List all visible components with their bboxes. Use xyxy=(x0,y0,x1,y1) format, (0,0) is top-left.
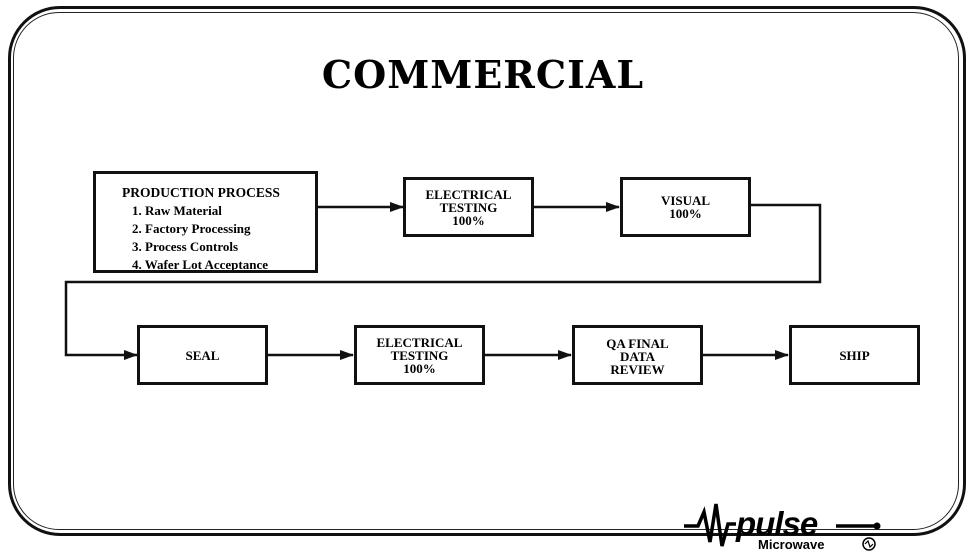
logo-subtitle: Microwave xyxy=(758,537,825,552)
box-label: VISUAL xyxy=(660,193,711,208)
production-process-header: PRODUCTION PROCESS xyxy=(122,185,280,200)
qa-final-data-review-box: QA FINAL DATA REVIEW xyxy=(572,325,703,385)
visual-box: VISUAL 100% xyxy=(620,177,751,237)
box-label: DATA xyxy=(620,349,655,364)
box-label: ELECTRICAL xyxy=(376,334,463,350)
outer-frame xyxy=(8,6,966,536)
page-title: COMMERCIAL xyxy=(321,52,645,97)
ship-box: SHIP xyxy=(789,325,920,385)
inner-frame xyxy=(13,12,959,530)
production-item: 4. Wafer Lot Acceptance xyxy=(132,257,268,272)
electrical-testing-box-1: ELECTRICAL TESTING 100% xyxy=(403,177,534,237)
production-item: 3. Process Controls xyxy=(132,239,239,254)
arrow-visual-to-seal xyxy=(64,203,822,360)
box-label: REVIEW xyxy=(610,362,665,377)
box-label: 100% xyxy=(452,212,485,228)
box-label: SHIP xyxy=(839,347,870,363)
pulse-logo-waveform-icon xyxy=(684,503,881,551)
seal-box: SEAL xyxy=(137,325,268,385)
logo-name: pulse xyxy=(736,505,818,542)
box-label: ELECTRICAL xyxy=(425,186,512,202)
box-label: 100% xyxy=(669,206,702,221)
box-label: QA FINAL xyxy=(606,336,669,351)
box-label: SEAL xyxy=(185,347,220,363)
production-item: 2. Factory Processing xyxy=(132,221,251,236)
production-process-box: PRODUCTION PROCESS 1. Raw Material 2. Fa… xyxy=(93,171,318,273)
box-label: TESTING xyxy=(390,347,449,363)
box-label: TESTING xyxy=(439,199,498,215)
electrical-testing-box-2: ELECTRICAL TESTING 100% xyxy=(354,325,485,385)
production-item: 1. Raw Material xyxy=(132,203,222,218)
box-label: 100% xyxy=(403,360,436,376)
